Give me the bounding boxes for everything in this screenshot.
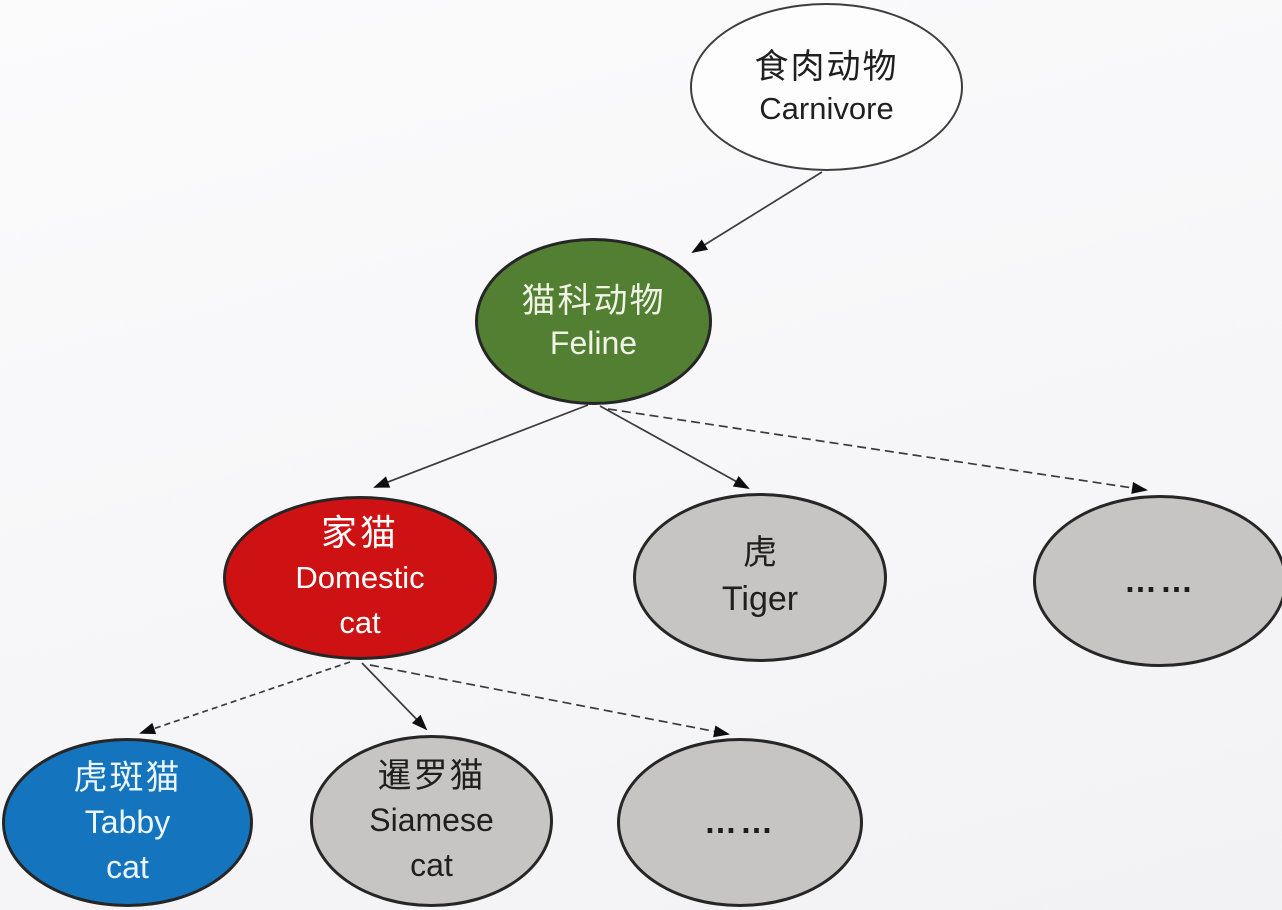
tabby-cat-label-en-2: cat [106, 848, 149, 885]
domestic-cat-label-en-1: Domestic [295, 560, 425, 596]
edge-feline-ellipsis [607, 408, 1148, 494]
carnivore-label-zh: 食肉动物 [754, 47, 899, 86]
edge-domestic-tabby-cat [139, 661, 351, 735]
edge-domestic-siamese-cat [361, 662, 428, 731]
domestic-cat-label-en-2: cat [339, 605, 381, 641]
node-feline: 猫科动物 Feline [475, 238, 712, 405]
node-tabby-cat: 虎斑猫 Tabby cat [2, 738, 253, 907]
edge-feline-domestic-cat [373, 404, 589, 488]
edge-carnivore-feline [691, 171, 823, 254]
edge-feline-tiger [599, 405, 750, 489]
siamese-cat-label-en-2: cat [410, 847, 453, 884]
feline-label-en: Feline [549, 324, 638, 361]
domestic-ellipsis-label: …… [704, 803, 776, 841]
node-siamese-cat: 暹罗猫 Siamese cat [310, 735, 553, 907]
node-feline-ellipsis: …… [1033, 495, 1282, 667]
node-carnivore: 食肉动物 Carnivore [690, 3, 963, 171]
edge-domestic-ellipsis [369, 664, 730, 738]
carnivore-label-en: Carnivore [759, 90, 894, 126]
feline-label-zh: 猫科动物 [521, 281, 666, 320]
siamese-cat-label-en-1: Siamese [369, 802, 494, 839]
domestic-cat-label-zh: 家猫 [320, 511, 399, 553]
tabby-cat-label-en-1: Tabby [84, 803, 171, 840]
tabby-cat-label-zh: 虎斑猫 [73, 758, 182, 797]
tiger-label-zh: 虎 [743, 533, 777, 572]
node-domestic-ellipsis: …… [617, 738, 863, 907]
node-tiger: 虎 Tiger [633, 493, 887, 662]
siamese-cat-label-zh: 暹罗猫 [377, 757, 486, 796]
node-domestic-cat: 家猫 Domestic cat [223, 496, 497, 660]
feline-ellipsis-label: …… [1124, 561, 1196, 599]
tiger-label-en: Tiger [721, 579, 799, 618]
